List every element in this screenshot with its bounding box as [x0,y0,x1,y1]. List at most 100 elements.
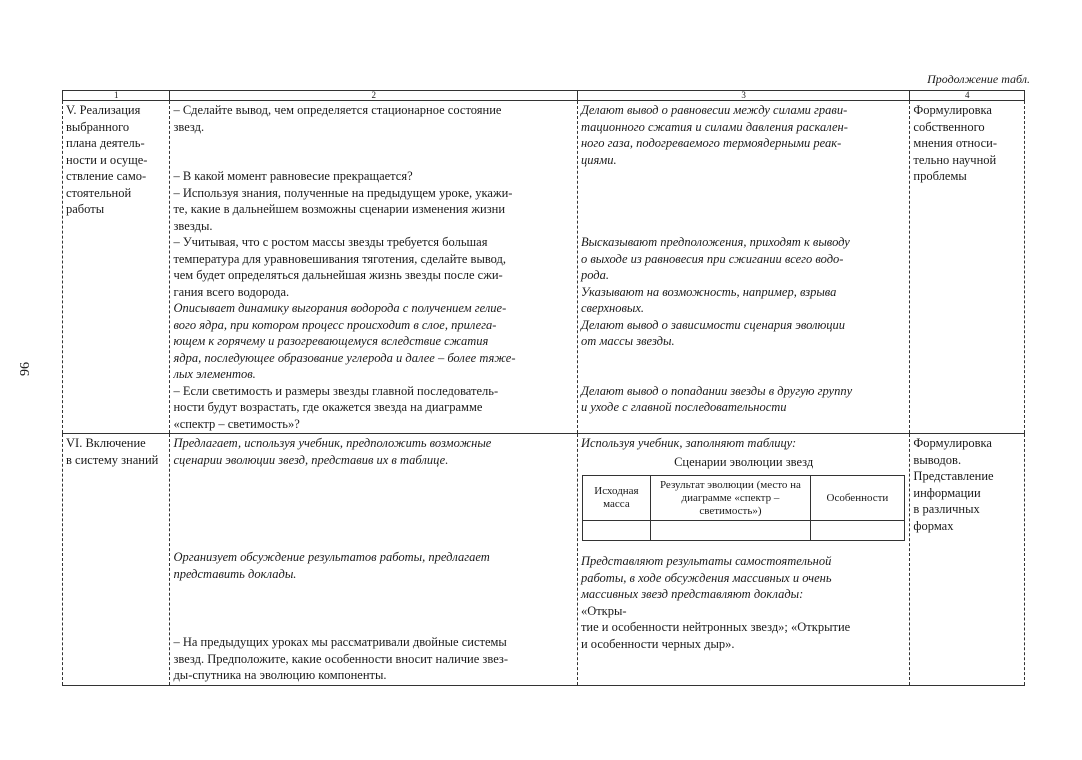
text-block: – Сделайте вывод, чем определяется стаци… [173,102,574,135]
text-line: тие и особенности нейтронных звезд»; «От… [580,620,851,634]
text-line: Формулировка [913,103,992,117]
text-block: Организует обсуждение результатов работы… [173,549,574,582]
student-activity-cell: Делают вывод о равновесии между силами г… [576,100,911,434]
table-row-stage-6: VI. Включение в систему знаний Предлагает… [61,433,1025,686]
column-number-4: 4 [909,90,1025,101]
text-line: «Откры- [580,603,627,618]
text-line: гания всего водорода. [173,284,290,299]
text-line: работы [66,202,105,216]
text-line: – Учитывая, что с ростом массы звезды тр… [173,235,488,249]
text-line: – Сделайте вывод, чем определяется стаци… [173,103,502,117]
inner-header-features: Особенности [809,475,905,521]
text-line: от массы звезды. [580,334,675,348]
text-line: и уходе с главной последовательности [580,400,787,414]
inner-header-row: Исходная масса Результат эволюции (место… [581,475,905,521]
text-line: ности и осуще- [66,152,148,167]
inner-empty-cell [581,520,651,541]
text-line: Организует обсуждение результатов работы… [173,550,490,564]
text-line: ности будут возрастать, где окажется зве… [173,400,483,414]
text-block: Формулировка выводов. Представление информа… [913,435,1021,534]
text-line: звезд. [173,119,205,134]
student-report-text: Представляют результаты самостоятельной р… [581,553,906,652]
inner-header-result: Результат эволюции (место на диаграмме «… [649,475,811,521]
text-line: плана деятель- [66,136,145,150]
student-activity-cell: Используя учебник, заполняют таблицу: Сц… [576,433,911,686]
spacer [173,135,574,168]
text-line: рода. [580,268,609,282]
text-line: в систему знаний [66,452,159,467]
outcome-cell: Формулировка выводов. Представление информа… [909,433,1025,686]
text-block: – В какой момент равновесие прекращается… [173,168,574,300]
text-line: Высказывают предположения, приходят к вы… [580,235,850,249]
text-line: – Используя знания, полученные на предыд… [173,185,513,200]
text-block: «Откры-тие и особенности нейтронных звез… [581,603,906,653]
text-line: те, какие в дальнейшем возможны сценарии… [173,202,506,216]
text-line: вого ядра, при котором процесс происходи… [173,317,497,332]
text-line: и особенности черных дыр». [580,636,735,651]
student-instruction: Используя учебник, заполняют таблицу: [580,436,797,450]
text-block: – Если светимость и размеры звезды главн… [173,383,574,433]
text-line: Указывают на возможность, например, взры… [580,284,837,299]
text-line: работы, в ходе обсуждения массивных и оч… [580,570,832,585]
header-row: 1 2 3 4 [61,90,1025,101]
text-line: «спектр – светимость»? [173,416,300,431]
text-block: Высказывают предположения, приходят к вы… [581,234,906,350]
text-line: Представление [913,469,994,483]
text-line: VI. Включение [66,436,146,450]
text-line: циями. [580,152,617,167]
text-line: звезды. [173,218,213,233]
text-line: Представляют результаты самостоятельной [580,554,832,568]
text-block: Описывает динамику выгорания водорода с … [173,300,574,383]
text-block: V. Реализация выбранного плана деятель-нос… [66,102,166,218]
text-line: выводов. [913,452,962,467]
spacer [581,541,906,553]
text-line: тационного сжатия и силами давления раск… [580,119,848,134]
text-line: чем будет определяться дальнейшая жизнь … [173,268,503,282]
text-line: звезд. Предположите, какие особенности в… [173,651,508,666]
text-block: Делают вывод о равновесии между силами г… [581,102,906,168]
inner-empty-cell [649,520,811,541]
page-number: 96 [18,362,33,376]
text-line: Делают вывод о попадании звезды в другую… [580,383,853,398]
inner-table-caption: Сценарии эволюции звезд [674,454,814,469]
text-line: Предлагает, используя учебник, предполож… [173,436,492,450]
text-line: представить доклады. [173,566,297,581]
spacer [173,582,574,634]
text-line: лых элементов. [173,367,256,381]
text-line: стоятельной [66,185,132,200]
text-line: выбранного [66,119,130,134]
spacer [581,168,906,234]
table-row-stage-5: V. Реализация выбранного плана деятель-нос… [61,100,1025,434]
text-line: формах [913,518,954,533]
continuation-label: Продолжение табл. [927,72,1030,86]
text-line: – В какой момент равновесие прекращается… [173,169,413,183]
text-line: Делают вывод о равновесии между силами г… [580,103,848,117]
text-block: – На предыдущих уроках мы рассматривали … [173,634,574,684]
inner-header-mass: Исходная масса [581,475,651,521]
text-line: тельно научной [913,152,997,167]
teacher-activity-cell: Предлагает, используя учебник, предполож… [169,433,578,686]
text-block: VI. Включение в систему знаний [66,435,166,468]
text-line: ды-спутника на эволюцию компоненты. [173,668,387,682]
text-block: Формулировка собственного мнения относи-те… [913,102,1021,185]
text-block: Делают вывод о попадании звезды в другую… [581,383,906,416]
text-line: о выходе из равновесия при сжигании всег… [580,251,844,266]
column-number-1: 1 [61,90,171,101]
text-line: собственного [913,119,985,134]
text-line: Делают вывод о зависимости сценария эвол… [580,317,846,332]
text-block: Предлагает, используя учебник, предполож… [173,435,574,468]
inner-empty-row [581,520,905,541]
text-line: ющем к горячему и разогревающемуся вслед… [173,334,489,348]
stage-cell: V. Реализация выбранного плана деятель-нос… [61,100,171,434]
spacer [581,350,906,383]
text-line: температура для уравновешивания тяготени… [173,251,507,266]
spacer [173,468,574,549]
text-line: сверхновых. [580,301,645,315]
text-line: информации [913,485,981,500]
text-line: Описывает динамику выгорания водорода с … [173,301,507,315]
stage-cell: VI. Включение в систему знаний [61,433,171,686]
text-line: Формулировка [913,436,992,450]
text-block: Представляют результаты самостоятельной р… [581,553,906,603]
text-line: мнения относи- [913,136,998,150]
text-line: V. Реализация [66,103,141,117]
